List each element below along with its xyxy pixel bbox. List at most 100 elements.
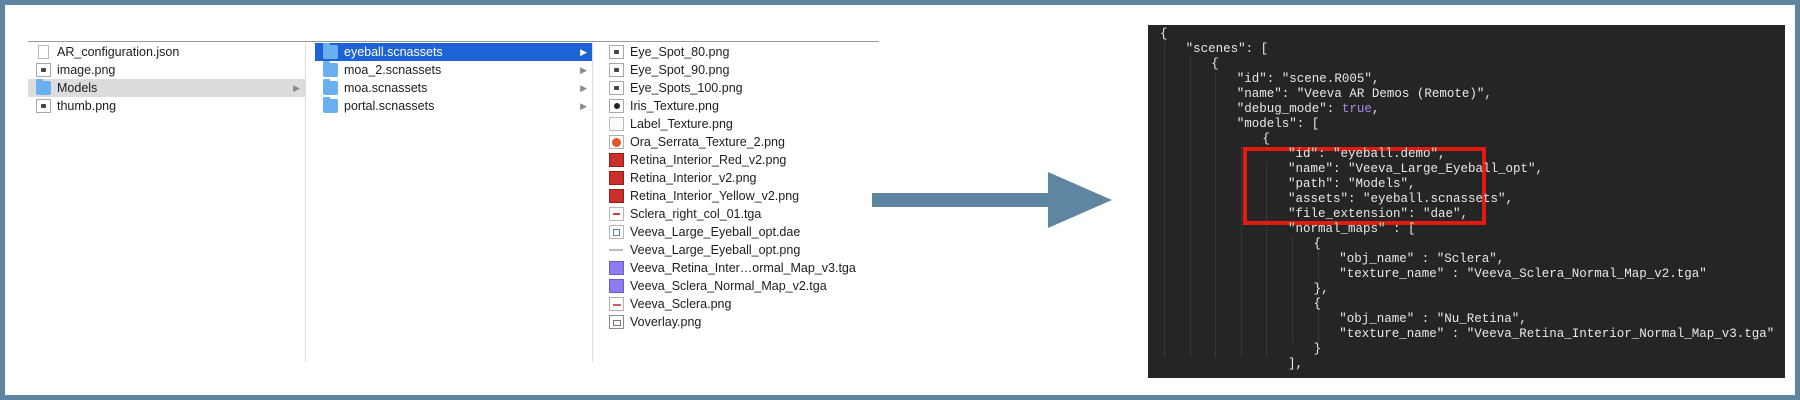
code-line: { — [1160, 27, 1168, 42]
overlay-image-icon — [609, 315, 624, 329]
finder-item-label: Veeva_Sclera.png — [630, 297, 732, 311]
finder-item-label: image.png — [57, 63, 116, 77]
line-image-icon — [609, 243, 624, 257]
code-text: "texture_name" : "Veeva_Retina_Interior_… — [1339, 327, 1775, 341]
finder-item[interactable]: Iris_Texture.png — [601, 97, 879, 115]
finder-item[interactable]: Label_Texture.png — [601, 115, 879, 133]
code-line: "id": "eyeball.demo", — [1288, 147, 1446, 162]
code-text: "scenes": [ — [1185, 42, 1269, 56]
code-text: , — [1371, 102, 1380, 116]
finder-item[interactable]: Retina_Interior_v2.png — [601, 169, 879, 187]
finder-item-label: Veeva_Large_Eyeball_opt.png — [630, 243, 801, 257]
code-line: } — [1314, 342, 1322, 357]
red-texture-icon — [609, 153, 624, 167]
finder-item[interactable]: Ora_Serrata_Texture_2.png — [601, 133, 879, 151]
finder-item[interactable]: Veeva_Large_Eyeball_opt.png — [601, 241, 879, 259]
code-line: "path": "Models", — [1288, 177, 1416, 192]
finder-column-2: eyeball.scnassets▶moa_2.scnassets▶moa.sc… — [315, 43, 593, 362]
code-line: "name": "Veeva_Large_Eyeball_opt", — [1288, 162, 1543, 177]
finder-item[interactable]: eyeball.scnassets▶ — [315, 43, 592, 61]
finder-top-divider — [28, 41, 879, 42]
indent-guide — [1215, 72, 1217, 357]
finder-item[interactable]: Veeva_Large_Eyeball_opt.dae — [601, 223, 879, 241]
code-text: "obj_name" : "Nu_Retina", — [1339, 312, 1527, 326]
tga-file-icon — [609, 207, 624, 221]
code-text: "normal_maps" : [ — [1288, 222, 1416, 236]
red-texture-icon — [609, 189, 624, 203]
code-text: { — [1211, 57, 1219, 71]
finder-item[interactable]: Voverlay.png — [601, 313, 879, 331]
finder-item[interactable]: thumb.png — [28, 97, 305, 115]
finder-item[interactable]: Veeva_Retina_Inter…ormal_Map_v3.tga — [601, 259, 879, 277]
code-text: "file_extension": "dae", — [1288, 207, 1469, 221]
code-line: "models": [ — [1237, 117, 1320, 132]
code-text: "id": "scene.R005", — [1236, 72, 1380, 86]
finder-item[interactable]: moa_2.scnassets▶ — [315, 61, 592, 79]
code-line: "texture_name" : "Veeva_Sclera_Normal_Ma… — [1339, 267, 1707, 282]
image-file-icon — [609, 45, 624, 59]
code-text: "obj_name" : "Sclera", — [1339, 252, 1505, 266]
json-file-icon — [38, 45, 49, 59]
finder-item[interactable]: AR_configuration.json — [28, 43, 305, 61]
finder-item[interactable]: Retina_Interior_Red_v2.png — [601, 151, 879, 169]
finder-item[interactable]: Veeva_Sclera.png — [601, 295, 879, 313]
finder-item[interactable]: Sclera_right_col_01.tga — [601, 205, 879, 223]
finder-item[interactable]: Eye_Spot_80.png — [601, 43, 879, 61]
code-text: "models": [ — [1236, 117, 1320, 131]
label-image-icon — [609, 117, 624, 131]
indent-guide — [1317, 252, 1319, 342]
folder-icon — [323, 97, 338, 113]
code-line: { — [1211, 57, 1219, 72]
finder-item[interactable]: Models▶ — [28, 79, 305, 97]
finder-item-label: thumb.png — [57, 99, 117, 113]
finder-item[interactable]: Eye_Spots_100.png — [601, 79, 879, 97]
code-text: "name": "Veeva AR Demos (Remote)", — [1236, 87, 1492, 101]
finder-item-label: Veeva_Sclera_Normal_Map_v2.tga — [630, 279, 827, 293]
finder-item-label: Voverlay.png — [630, 315, 702, 329]
folder-icon — [323, 43, 338, 59]
finder-item-label: Eye_Spot_90.png — [630, 63, 730, 77]
finder-item-label: portal.scnassets — [344, 99, 435, 113]
code-line: "name": "Veeva AR Demos (Remote)", — [1237, 87, 1492, 102]
red-texture-icon — [609, 171, 624, 185]
dae-file-icon — [609, 225, 624, 239]
chevron-right-icon: ▶ — [580, 47, 587, 57]
normal-map-icon — [609, 261, 624, 275]
finder-item-label: Retina_Interior_v2.png — [630, 171, 757, 185]
chevron-right-icon: ▶ — [580, 83, 587, 93]
finder-item-label: moa_2.scnassets — [344, 63, 442, 77]
code-line: "id": "scene.R005", — [1237, 72, 1380, 87]
finder-item[interactable]: Eye_Spot_90.png — [601, 61, 879, 79]
image-file-icon — [36, 63, 51, 77]
chevron-right-icon: ▶ — [293, 83, 300, 93]
red-highlight-box — [1243, 147, 1486, 225]
json-code-editor[interactable]: {"scenes": [{"id": "scene.R005","name": … — [1148, 25, 1785, 378]
finder-item[interactable]: Retina_Interior_Yellow_v2.png — [601, 187, 879, 205]
finder-item-label: Iris_Texture.png — [630, 99, 719, 113]
finder-item-label: AR_configuration.json — [57, 45, 180, 59]
code-text: { — [1313, 297, 1322, 311]
finder-item[interactable]: portal.scnassets ▶ — [315, 97, 592, 115]
finder-item[interactable]: moa.scnassets▶ — [315, 79, 592, 97]
code-line: "scenes": [ — [1186, 42, 1269, 57]
indent-guide — [1266, 162, 1268, 357]
folder-icon — [323, 61, 338, 77]
finder-item[interactable]: image.png — [28, 61, 305, 79]
code-text: "name": "Veeva_Large_Eyeball_opt", — [1288, 162, 1544, 176]
finder-item-label: Eye_Spot_80.png — [630, 45, 730, 59]
image-file-icon — [36, 99, 51, 113]
code-text: { — [1313, 237, 1322, 251]
right-arrow-icon — [872, 172, 1112, 228]
code-line: "normal_maps" : [ — [1288, 222, 1416, 237]
code-line: "assets": "eyeball.scnassets", — [1288, 192, 1513, 207]
image-file-icon — [609, 81, 624, 95]
finder-item[interactable]: Veeva_Sclera_Normal_Map_v2.tga — [601, 277, 879, 295]
code-text: { — [1160, 27, 1168, 41]
chevron-right-icon: ▶ — [580, 101, 587, 111]
indent-guide — [1189, 57, 1191, 357]
finder-item-label: Eye_Spots_100.png — [630, 81, 743, 95]
iris-image-icon — [609, 99, 624, 113]
